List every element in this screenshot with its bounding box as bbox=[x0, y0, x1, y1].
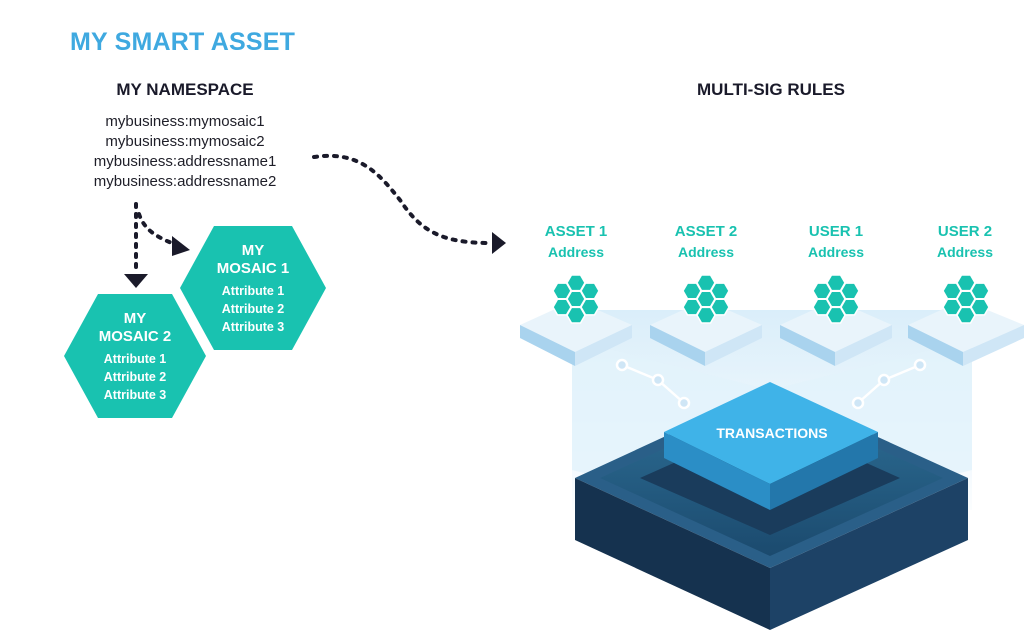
namespace-entry: mybusiness:addressname2 bbox=[93, 173, 277, 190]
mosaic-2-attribute: Attribute 3 bbox=[103, 388, 167, 402]
member-address: Address bbox=[547, 244, 605, 260]
member-address: Address bbox=[807, 244, 865, 260]
member-tile-user2 bbox=[908, 300, 1024, 366]
namespace-to-rules-connector bbox=[312, 153, 506, 254]
mosaic-2-title-line1: MY bbox=[123, 310, 147, 327]
member-tile-asset1 bbox=[520, 300, 632, 366]
member-user2-label: USER 2 Address bbox=[910, 222, 1020, 262]
honeycomb-icon-asset2 bbox=[682, 274, 730, 324]
mosaic-2-attribute: Attribute 2 bbox=[103, 370, 167, 384]
member-asset2-label: ASSET 2 Address bbox=[651, 222, 761, 262]
member-name: ASSET 2 bbox=[674, 223, 738, 240]
member-name: USER 2 bbox=[937, 223, 993, 240]
namespace-heading: MY NAMESPACE bbox=[116, 80, 254, 99]
namespace-entry: mybusiness:mymosaic2 bbox=[105, 133, 265, 150]
mosaic-1-hexagon bbox=[180, 226, 326, 350]
mosaic-1-label: MY MOSAIC 1 Attribute 1 Attribute 2 Attr… bbox=[200, 242, 306, 336]
mosaic-1-title-line1: MY bbox=[241, 242, 265, 259]
namespace-to-mosaic2-connector bbox=[124, 202, 148, 288]
mosaic-1-title-line2: MOSAIC 1 bbox=[216, 260, 290, 277]
mosaic-2-title-line2: MOSAIC 2 bbox=[98, 328, 172, 345]
honeycomb-cell bbox=[566, 306, 586, 324]
member-tile-asset2 bbox=[650, 300, 762, 366]
honeycomb-icon-user1 bbox=[812, 274, 860, 324]
honeycomb-icon-user2 bbox=[942, 274, 990, 324]
mosaic-1-attribute: Attribute 2 bbox=[221, 302, 285, 316]
multisig-heading: MULTI-SIG RULES bbox=[697, 80, 845, 99]
member-tile-user1 bbox=[780, 300, 892, 366]
mosaic-2-attribute: Attribute 1 bbox=[103, 352, 167, 366]
namespace-entry: mybusiness:addressname1 bbox=[93, 153, 277, 170]
mosaic-1-attribute: Attribute 1 bbox=[221, 284, 285, 298]
namespace-to-mosaic1-connector bbox=[137, 212, 190, 256]
member-address: Address bbox=[677, 244, 735, 260]
member-name: ASSET 1 bbox=[544, 223, 608, 240]
transactions-block bbox=[664, 382, 878, 510]
mosaic-2-hexagon bbox=[64, 294, 206, 418]
page-title: MY SMART ASSET bbox=[70, 28, 296, 56]
mosaic-1-attribute: Attribute 3 bbox=[221, 320, 285, 334]
transactions-label: TRANSACTIONS bbox=[716, 425, 828, 441]
link-left bbox=[615, 358, 691, 410]
honeycomb-cell bbox=[696, 306, 716, 324]
namespace-entry: mybusiness:mymosaic1 bbox=[105, 113, 265, 130]
honeycomb-cell bbox=[956, 306, 976, 324]
member-user1-label: USER 1 Address bbox=[781, 222, 891, 262]
member-name: USER 1 bbox=[808, 223, 864, 240]
honeycomb-cell bbox=[826, 306, 846, 324]
link-right bbox=[851, 358, 927, 410]
namespace-list: mybusiness:mymosaic1 mybusiness:mymosaic… bbox=[70, 112, 300, 192]
mosaic-2-label: MY MOSAIC 2 Attribute 1 Attribute 2 Attr… bbox=[82, 310, 188, 404]
honeycomb-icon-asset1 bbox=[552, 274, 600, 324]
member-asset1-label: ASSET 1 Address bbox=[521, 222, 631, 262]
member-address: Address bbox=[936, 244, 994, 260]
